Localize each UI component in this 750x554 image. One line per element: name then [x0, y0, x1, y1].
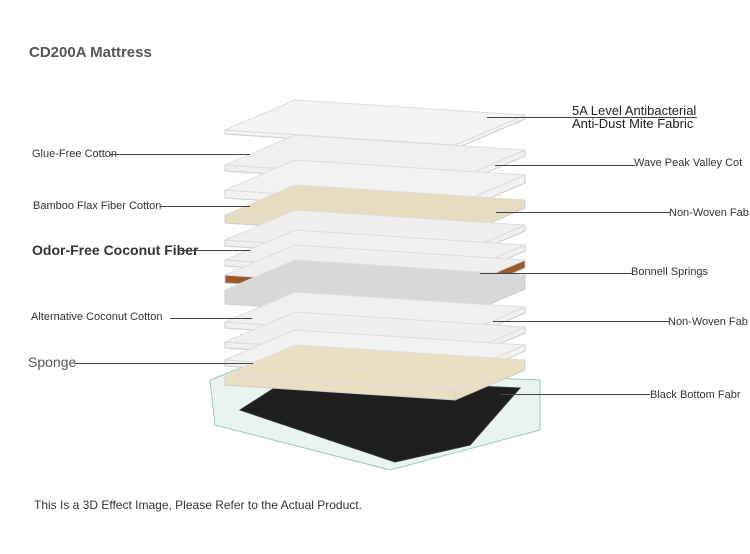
leader-line [170, 318, 252, 319]
label-non-woven-2: Non-Woven Fab [668, 316, 748, 328]
product-title: CD200A Mattress [29, 44, 152, 61]
label-black-bottom: Black Bottom Fabr [650, 389, 741, 401]
leader-line [493, 321, 669, 322]
disclaimer-note: This Is a 3D Effect Image, Please Refer … [34, 498, 362, 512]
label-antibacterial-fabric: 5A Level Antibacterial Anti-Dust Mite Fa… [572, 104, 696, 130]
label-bamboo-flax: Bamboo Flax Fiber Cotton [33, 200, 162, 212]
label-bonnell-springs: Bonnell Springs [631, 266, 709, 278]
label-alt-coconut-cotton: Alternative Coconut Cotton [31, 311, 163, 323]
leader-line [75, 363, 253, 364]
label-sponge: Sponge [28, 354, 77, 370]
leader-line [487, 117, 697, 118]
leader-line [180, 250, 250, 251]
leader-line [160, 206, 250, 207]
label-wave-cotton: Wave Peak Valley Cot [634, 157, 743, 169]
sponge-layer [224, 344, 526, 391]
label-line-1: 5A Level Antibacterial [572, 103, 697, 118]
label-glue-free-cotton: Glue-Free Cotton [32, 148, 117, 160]
label-non-woven-1: Non-Woven Fab [669, 207, 749, 219]
leader-line [496, 212, 670, 213]
leader-line [480, 273, 632, 274]
label-coconut-fiber: Odor-Free Coconut Fiber [32, 242, 199, 258]
label-line-2: Anti-Dust Mite Fabric [572, 116, 694, 131]
leader-line [110, 154, 250, 155]
leader-line [495, 165, 635, 166]
leader-line [500, 394, 650, 395]
